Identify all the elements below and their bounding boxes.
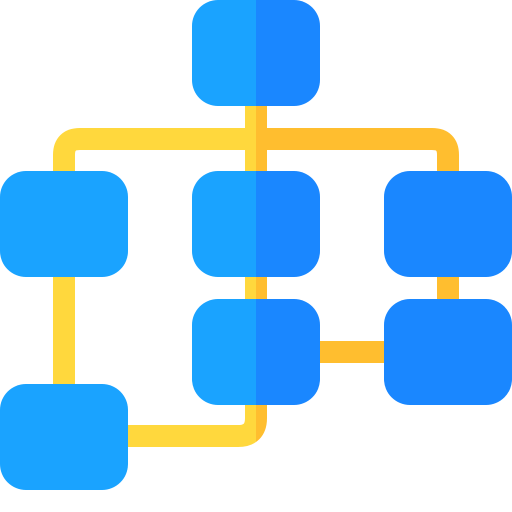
bottom-left-node bbox=[0, 384, 128, 490]
connector-center-to-bottom-left bbox=[126, 400, 256, 447]
connector-lines bbox=[53, 100, 459, 447]
flowchart-boxes bbox=[0, 0, 512, 490]
right-node bbox=[384, 171, 512, 277]
center-node bbox=[192, 171, 320, 277]
connector-root-to-left bbox=[53, 100, 256, 178]
center-lower-node bbox=[192, 299, 320, 405]
connector-root-to-right bbox=[256, 100, 459, 178]
root-node bbox=[192, 0, 320, 106]
left-node bbox=[0, 171, 128, 277]
right-lower-node bbox=[384, 299, 512, 405]
